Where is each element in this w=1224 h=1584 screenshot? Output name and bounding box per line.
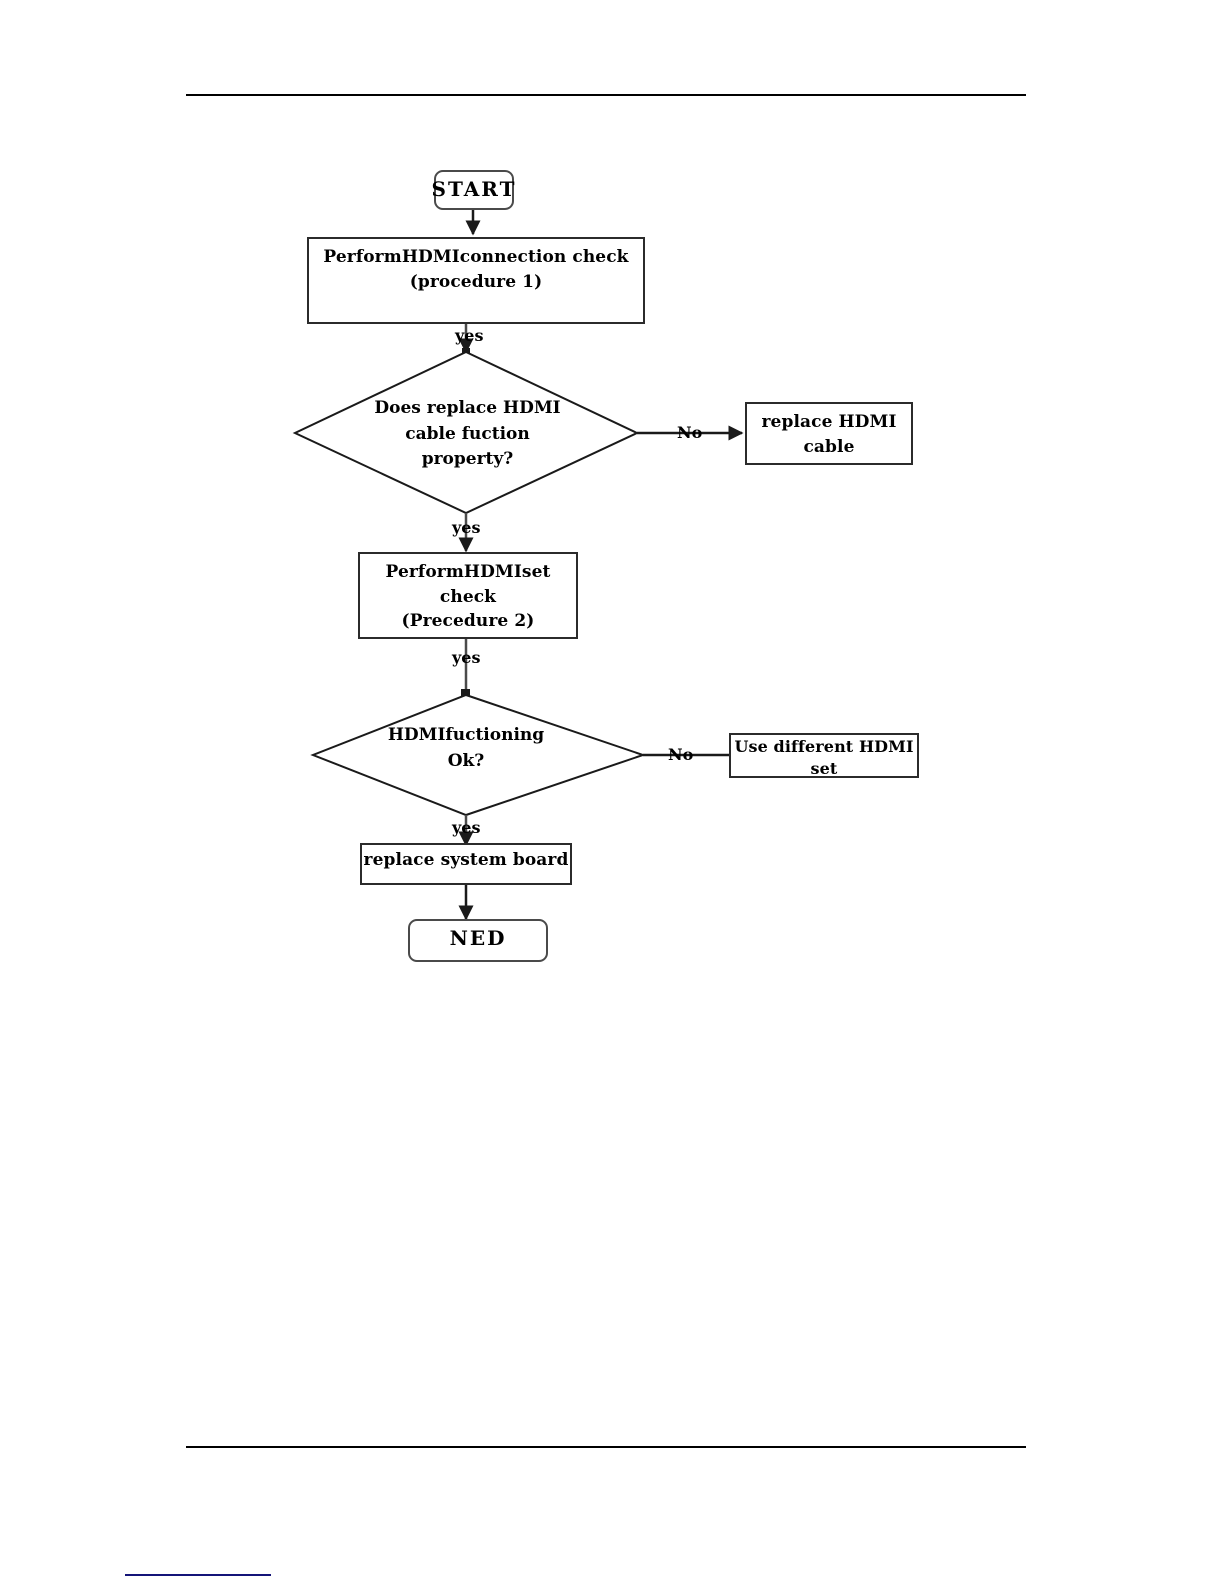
node-decision1-line1: Does replace HDMI xyxy=(374,398,561,418)
node-end[interactable]: NED xyxy=(408,919,548,962)
footer-mark xyxy=(125,1574,271,1576)
edge-label-no-2: No xyxy=(668,745,694,764)
node-replace-board-line1: replace system board xyxy=(363,850,569,870)
node-use-different-line1: Use different HDMI xyxy=(734,737,914,756)
node-use-different-line2: set xyxy=(810,758,838,778)
node-perform-hdmi-set-check[interactable]: PerformHDMIset check (Precedure 2) xyxy=(358,552,578,639)
node-decision1-line3: property? xyxy=(421,449,514,469)
edge-label-yes-4: yes xyxy=(452,818,481,837)
node-proc1-line2: (procedure 1) xyxy=(409,271,543,292)
edge-label-yes-3: yes xyxy=(452,648,481,667)
node-start[interactable]: START xyxy=(431,170,517,210)
node-proc2-line2: (Precedure 2) xyxy=(401,611,535,632)
node-use-different-text: Use different HDMI set xyxy=(734,735,913,779)
node-decision-hdmi-functioning-ok[interactable]: HDMIfuctioning Ok? xyxy=(356,723,576,774)
page-header-rule xyxy=(186,94,1026,96)
node-proc1-line1: PerformHDMIconnection check xyxy=(323,247,629,267)
node-replace-hdmi-cable[interactable]: replace HDMI cable xyxy=(745,402,913,465)
node-perform-hdmi-connection-check[interactable]: PerformHDMIconnection check (procedure 1… xyxy=(307,237,645,324)
node-start-label: START xyxy=(431,177,517,201)
node-use-different-hdmi-set[interactable]: Use different HDMI set xyxy=(729,733,919,778)
node-decision2-line1: HDMIfuctioning xyxy=(387,725,545,745)
node-decision2-line2: Ok? xyxy=(447,750,485,771)
node-decision-replace-hdmi-cable[interactable]: Does replace HDMI cable fuction property… xyxy=(345,396,590,473)
node-proc2-text: PerformHDMIset check (Precedure 2) xyxy=(360,554,576,634)
node-end-label: NED xyxy=(449,926,507,950)
node-decision1-line2: cable fuction xyxy=(405,423,530,444)
edge-label-no-1: No xyxy=(677,423,703,442)
page-footer-rule xyxy=(186,1446,1026,1448)
edge-label-yes-1: yes xyxy=(455,326,484,345)
node-replace-system-board[interactable]: replace system board xyxy=(360,843,572,885)
edge-label-yes-2: yes xyxy=(452,518,481,537)
node-proc1-text: PerformHDMIconnection check (procedure 1… xyxy=(323,239,628,294)
node-proc2-line1: PerformHDMIset check xyxy=(385,562,551,607)
node-replace-cable-line1: replace HDMI xyxy=(761,412,897,432)
node-replace-cable-line2: cable xyxy=(803,436,855,457)
node-replace-cable-text: replace HDMI cable xyxy=(762,404,897,459)
node-replace-board-text: replace system board xyxy=(364,845,569,873)
